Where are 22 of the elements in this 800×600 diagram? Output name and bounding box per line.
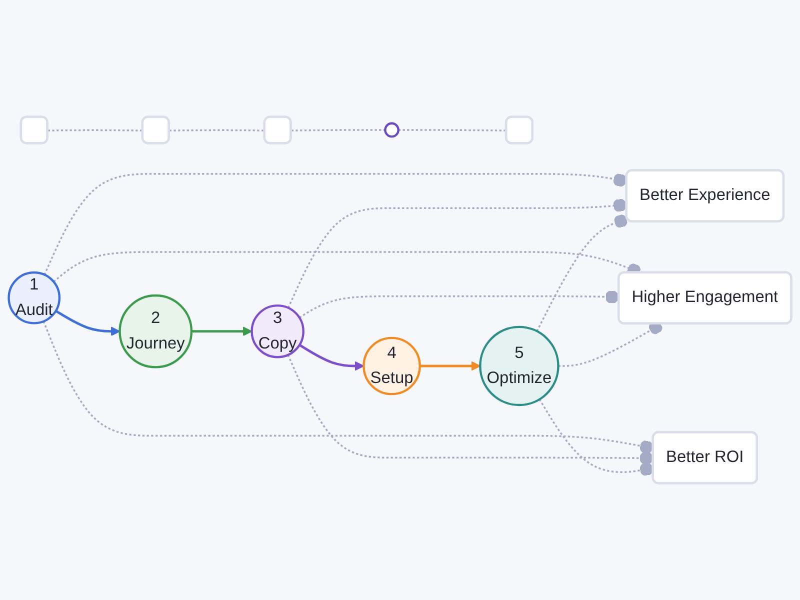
node-circle: 2 Journey	[118, 294, 193, 368]
arrow	[55, 310, 120, 336]
node-circle: 3 Copy	[250, 304, 304, 358]
connector	[287, 198, 627, 308]
connector	[48, 129, 144, 132]
connector	[287, 354, 654, 465]
connector	[169, 129, 265, 132]
arrow	[298, 344, 364, 371]
connector	[538, 398, 654, 476]
node-circle: 4 Setup	[362, 336, 421, 396]
connector	[291, 129, 386, 132]
arrow	[420, 361, 481, 371]
arrow	[191, 326, 252, 336]
node-circle: 5 Optimize	[479, 326, 560, 406]
connector	[44, 172, 628, 276]
node-circle: 1 Audit	[8, 271, 61, 324]
connector	[536, 214, 628, 332]
connector	[53, 251, 641, 282]
node-circle	[384, 122, 400, 138]
connector	[398, 129, 507, 132]
connector	[298, 290, 620, 318]
connector	[42, 321, 654, 454]
